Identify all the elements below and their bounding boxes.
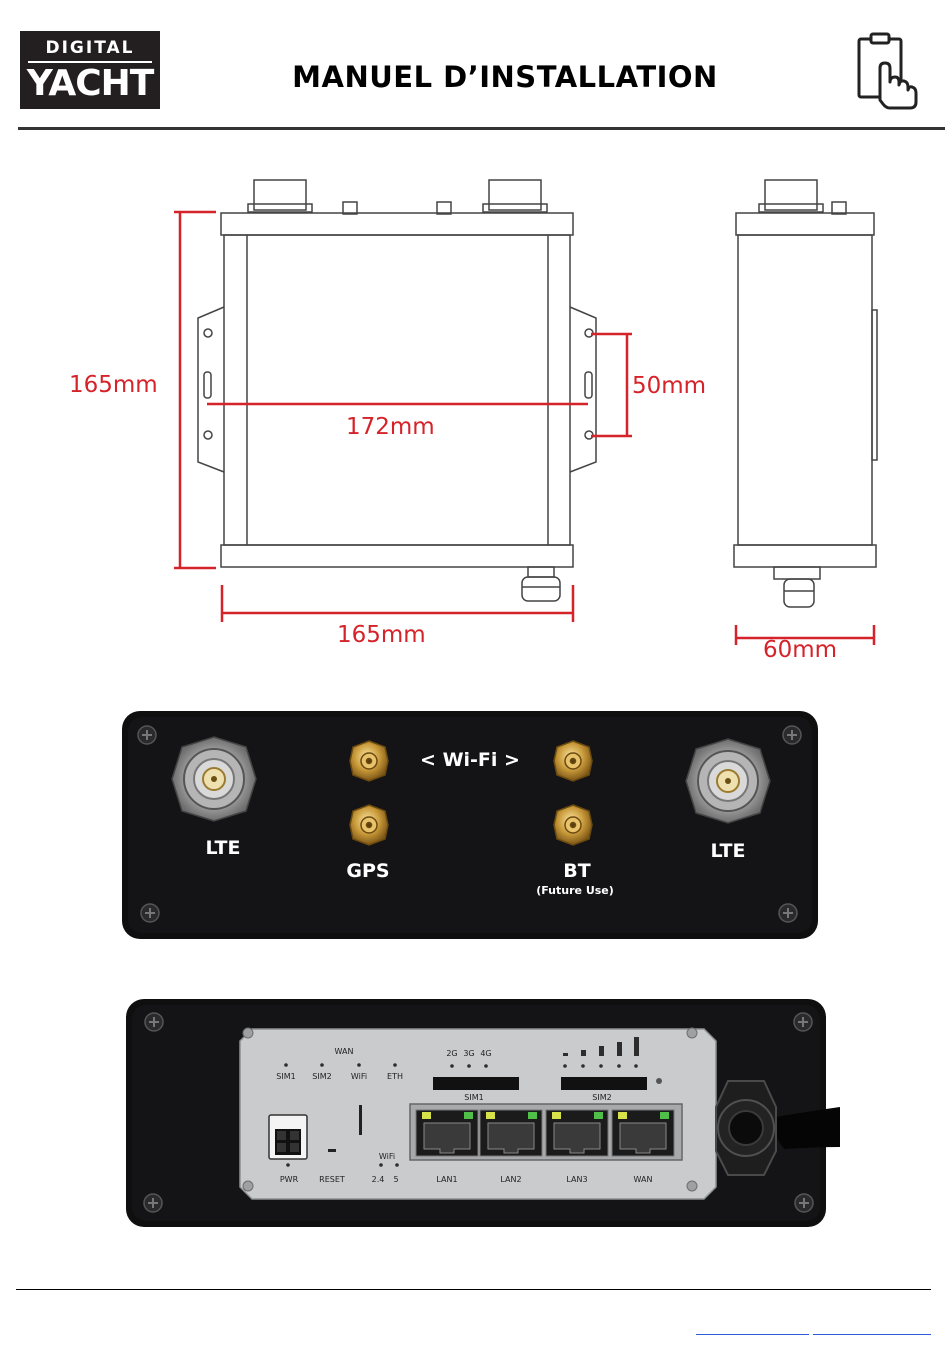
lan2-label: LAN2 <box>491 1175 531 1184</box>
front-panel-photo: < Wi-Fi > LTE LTE GPS BT (Future Use) <box>120 709 820 941</box>
width-dimension-label: 165mm <box>337 622 426 648</box>
lan3-label: LAN3 <box>557 1175 597 1184</box>
wifi-5-label: 5 <box>388 1175 404 1184</box>
lan1-label: LAN1 <box>427 1175 467 1184</box>
dimension-drawing <box>0 160 950 680</box>
sim2-led-label: SIM2 <box>305 1072 339 1081</box>
hole-spacing-dimension-label: 50mm <box>632 373 706 399</box>
sim2-slot-label: SIM2 <box>582 1093 622 1102</box>
bt-label: BT <box>532 860 622 882</box>
band-4g-label: 4G <box>478 1049 494 1058</box>
wan-led-top-label: WAN <box>329 1047 359 1056</box>
wifi-band-label: WiFi <box>372 1152 402 1161</box>
logo-text-bottom: YACHT <box>26 63 154 105</box>
header-rule <box>18 127 945 130</box>
depth-dimension-label: 60mm <box>763 637 837 663</box>
mount-width-dimension-label: 172mm <box>346 414 435 440</box>
wifi-24-label: 2.4 <box>368 1175 388 1184</box>
wifi-label: < Wi-Fi > <box>410 749 530 771</box>
pwr-label: PWR <box>272 1175 306 1184</box>
band-2g-label: 2G <box>444 1049 460 1058</box>
digital-yacht-logo: DIGITAL YACHT <box>20 31 160 109</box>
gps-label: GPS <box>323 860 413 882</box>
footer-link-underline-2[interactable] <box>813 1334 931 1335</box>
page-title: MANUEL D’INSTALLATION <box>200 60 810 94</box>
rear-panel-photo: WAN SIM1 SIM2 WiFi ETH 2G 3G 4G SIM1 SIM… <box>124 997 840 1229</box>
wan-port-label: WAN <box>623 1175 663 1184</box>
sim1-slot-label: SIM1 <box>454 1093 494 1102</box>
logo-text-top: DIGITAL <box>28 38 152 58</box>
reset-label: RESET <box>312 1175 352 1184</box>
lte-left-label: LTE <box>178 837 268 859</box>
footer-rule <box>16 1289 931 1290</box>
wifi-led-label: WiFi <box>342 1072 376 1081</box>
footer-link-underline-1[interactable] <box>696 1334 809 1335</box>
eth-led-label: ETH <box>378 1072 412 1081</box>
band-3g-label: 3G <box>461 1049 477 1058</box>
bt-future-use-label: (Future Use) <box>520 884 630 897</box>
lte-right-label: LTE <box>683 840 773 862</box>
clipboard-touch-icon <box>850 30 920 110</box>
height-dimension-label: 165mm <box>69 372 158 398</box>
sim1-led-label: SIM1 <box>269 1072 303 1081</box>
